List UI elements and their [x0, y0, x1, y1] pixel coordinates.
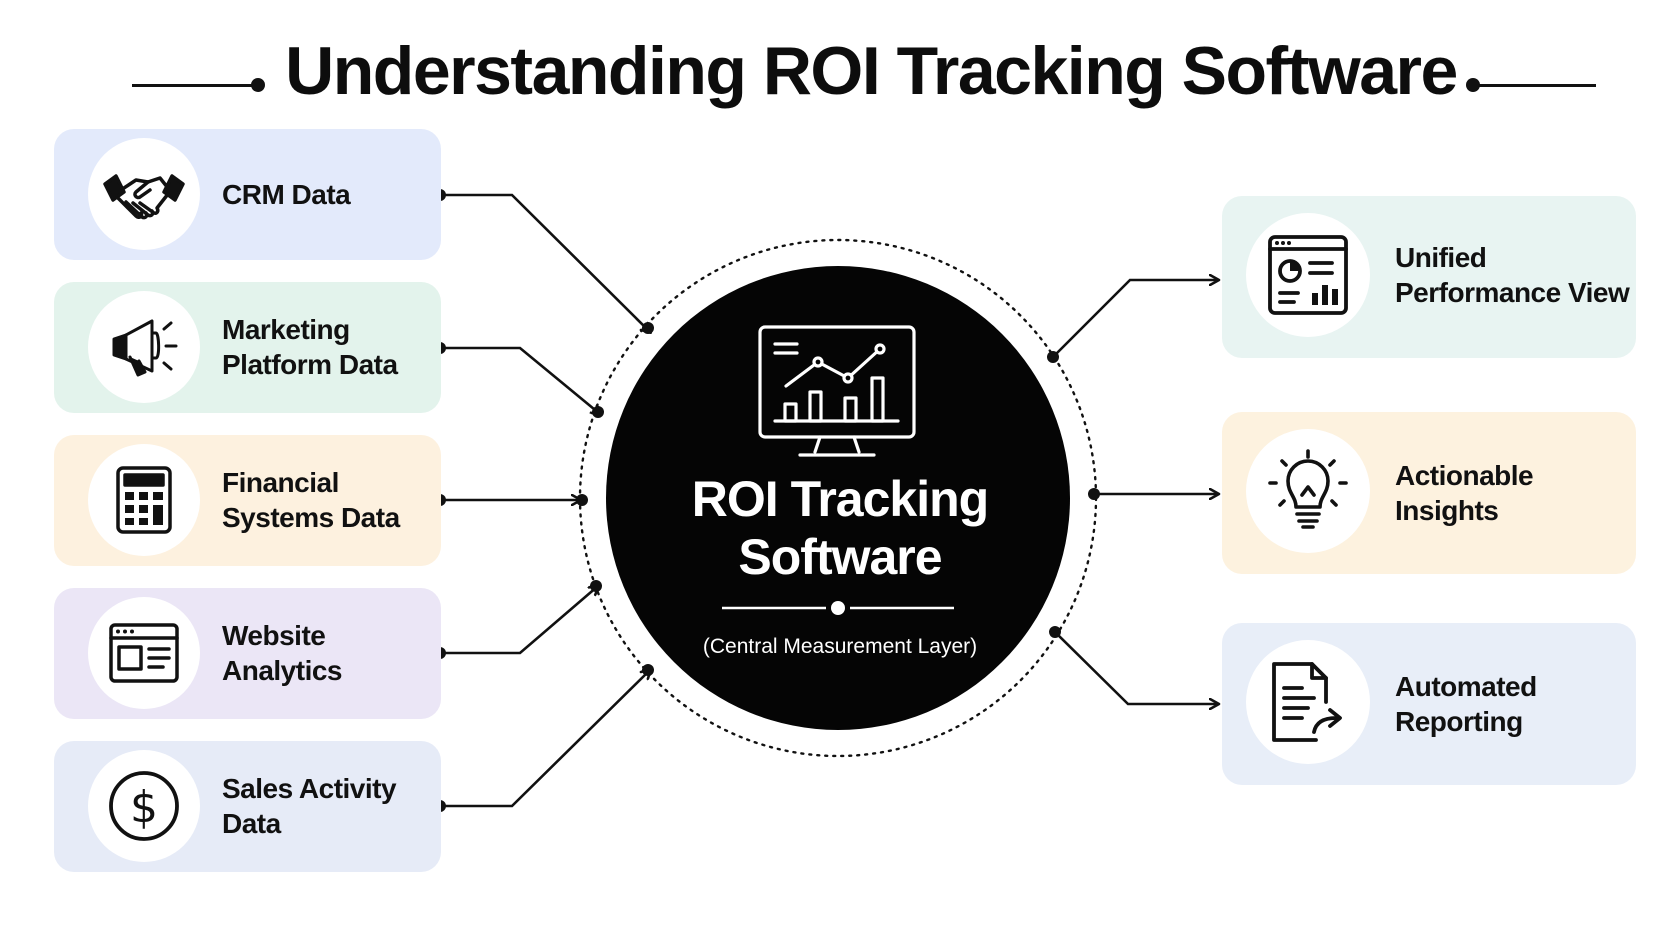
handshake-icon: [103, 174, 185, 220]
label-line1: Website: [222, 620, 326, 651]
report-icon: [1272, 662, 1342, 742]
output-card-reporting: Automated Reporting: [1222, 623, 1636, 785]
input-card-crm: CRM Data: [54, 129, 441, 260]
output-card-insights: Actionable Insights: [1222, 412, 1636, 574]
browser-window-icon: [109, 623, 179, 683]
hub-title: ROI Tracking Software: [670, 470, 1010, 586]
label-line2: Platform Data: [222, 349, 398, 380]
icon-badge: [88, 291, 200, 403]
label-line2: Analytics: [222, 655, 343, 686]
ring-dot: [642, 664, 654, 676]
title-bar: Understanding ROI Tracking Software: [0, 22, 1672, 112]
input-label: CRM Data: [222, 177, 351, 212]
input-card-website: Website Analytics: [54, 588, 441, 719]
label-line1: Unified: [1395, 242, 1487, 273]
ring-dot: [1088, 488, 1100, 500]
connector-crm: [438, 193, 650, 332]
icon-badge: [1246, 429, 1370, 553]
input-label: Marketing Platform Data: [222, 312, 398, 382]
icon-badge: [88, 597, 200, 709]
icon-badge: [88, 444, 200, 556]
ring-dot: [642, 322, 654, 334]
hub-divider: [722, 601, 954, 615]
output-label: Unified Performance View: [1395, 240, 1630, 310]
label-line2: Data: [222, 808, 281, 839]
title-rule-left: [132, 84, 256, 87]
dashboard-icon: [1268, 235, 1348, 315]
icon-badge: [88, 138, 200, 250]
hub-title-line1: ROI Tracking: [691, 471, 989, 527]
title-dot-left: [251, 78, 265, 92]
input-card-financial: Financial Systems Data: [54, 435, 441, 566]
megaphone-icon: [112, 319, 178, 377]
label-line2: Performance View: [1395, 277, 1630, 308]
label-line2: Systems Data: [222, 502, 400, 533]
connector-website: [438, 586, 598, 655]
label-line1: Automated: [1395, 671, 1537, 702]
input-label: Website Analytics: [222, 618, 343, 688]
icon-badge: [1246, 640, 1370, 764]
ring-dot: [590, 580, 602, 592]
svg-text:$: $: [130, 782, 158, 833]
input-label: Financial Systems Data: [222, 465, 400, 535]
output-label: Actionable Insights: [1395, 458, 1534, 528]
connector-unified: [1050, 280, 1218, 360]
page-title: Understanding ROI Tracking Software: [285, 33, 1458, 109]
hub-circle: [606, 266, 1070, 730]
hub-title-line2: Software: [738, 529, 942, 585]
label-line1: Financial: [222, 467, 339, 498]
monitor-chart-icon: [758, 325, 916, 457]
label-line2: Insights: [1395, 495, 1499, 526]
ring-dot: [1049, 626, 1061, 638]
hub-subtitle: (Central Measurement Layer): [702, 635, 978, 658]
connector-marketing: [438, 346, 600, 414]
label-line1: Sales Activity: [222, 773, 397, 804]
icon-badge: [1246, 213, 1370, 337]
ring-dot: [1047, 351, 1059, 363]
title-rule-right: [1474, 84, 1596, 87]
connector-sales: [438, 670, 650, 808]
input-label: Sales Activity Data: [222, 771, 397, 841]
output-card-unified: Unified Performance View: [1222, 196, 1636, 358]
title-dot-right: [1466, 78, 1480, 92]
output-label: Automated Reporting: [1395, 669, 1537, 739]
ring-dot: [592, 406, 604, 418]
input-card-sales: $ Sales Activity Data: [54, 741, 441, 872]
label-line1: Actionable: [1395, 460, 1534, 491]
lightbulb-icon: [1268, 449, 1348, 529]
input-card-marketing: Marketing Platform Data: [54, 282, 441, 413]
label-line1: Marketing: [222, 314, 350, 345]
ring-dot: [576, 494, 588, 506]
dollar-icon: $: [109, 771, 179, 841]
label-line1: CRM Data: [222, 179, 351, 210]
icon-badge: $: [88, 750, 200, 862]
calculator-icon: [116, 466, 172, 534]
connector-reporting: [1053, 630, 1218, 704]
label-line2: Reporting: [1395, 706, 1523, 737]
